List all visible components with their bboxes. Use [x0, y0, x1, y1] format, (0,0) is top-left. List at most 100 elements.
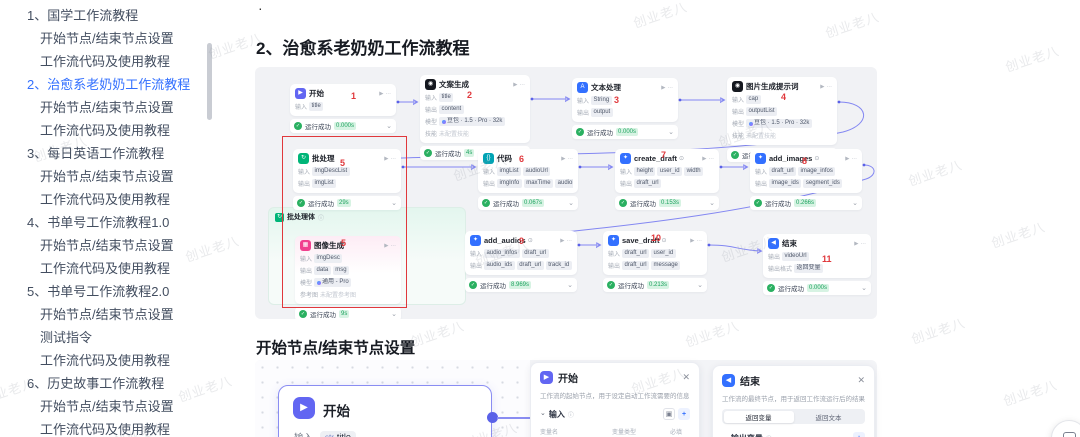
duration-badge: 0.153s: [659, 198, 682, 208]
duration-badge: 0.000s: [807, 283, 830, 293]
status-label: 运行成功: [305, 124, 331, 131]
node-title: 开始: [309, 89, 324, 98]
status-label: 运行成功: [308, 201, 334, 208]
batch-icon: ↻: [275, 212, 284, 222]
settings-figure[interactable]: ▶ 开始 输入 strtitle ▶ 开始 ✕ 工作流的起始节点，用于设定启动工…: [255, 360, 877, 437]
sidebar-scrollbar[interactable]: [207, 43, 212, 120]
sidebar-item-link[interactable]: 开始节点/结束节点设置: [40, 307, 174, 322]
chevron-down-icon: ⌄: [709, 199, 715, 207]
connection-line: [497, 417, 561, 419]
sidebar-item-link[interactable]: 开始节点/结束节点设置: [40, 169, 174, 184]
floating-widget-button[interactable]: [1051, 420, 1080, 437]
run-icon: ▶: [854, 240, 859, 247]
variable-table-header: 变量名 变量类型 必填: [540, 430, 683, 436]
status-label: 运行成功: [493, 201, 519, 208]
annotation-number: 11: [822, 254, 832, 264]
sidebar-item-link[interactable]: 工作流代码及使用教程: [40, 422, 171, 437]
chevron-down-icon: ⌄: [391, 310, 397, 318]
success-check-icon: ✓: [576, 128, 584, 136]
chevron-down-icon: ⌄: [852, 199, 858, 207]
panel-title: 开始: [558, 374, 578, 385]
annotation-number: 5: [341, 238, 347, 248]
sidebar-item-link[interactable]: 开始节点/结束节点设置: [40, 238, 174, 253]
status-label: 运行成功: [435, 151, 461, 158]
sidebar-item-link[interactable]: 开始节点/结束节点设置: [40, 399, 174, 414]
chevron-down-icon[interactable]: ⌄: [540, 410, 546, 417]
watermark: 创业老八: [906, 157, 965, 189]
sidebar-item-link[interactable]: 4、书单号工作流教程1.0: [27, 215, 170, 230]
tab-return-text[interactable]: 返回文本: [815, 414, 842, 422]
sidebar-item-link[interactable]: 工作流代码及使用教程: [40, 261, 171, 276]
more-icon: ⋯: [708, 155, 715, 162]
add-variable-button[interactable]: +: [853, 432, 865, 437]
more-icon: ⋯: [567, 155, 574, 162]
run-icon: ▶: [379, 90, 384, 97]
annotation-number: 3: [614, 95, 620, 105]
plugin-icon: ✦: [470, 235, 481, 246]
version-icon: ⊙: [527, 238, 533, 244]
annotation-number: 5: [340, 158, 346, 168]
sidebar-item-link[interactable]: 6、历史故事工作流教程: [27, 376, 165, 391]
annotation-number: 2: [467, 90, 473, 100]
sidebar-item-link[interactable]: 5、书单号工作流教程2.0: [27, 284, 170, 299]
tab-return-variables[interactable]: 返回变量: [723, 410, 794, 423]
more-icon: ⋯: [385, 90, 392, 97]
chevron-down-icon: ⌄: [567, 281, 573, 289]
sidebar-item-link[interactable]: 测试指令: [40, 330, 93, 345]
batch-edit-button[interactable]: ▣: [663, 408, 675, 420]
start-icon: ▶: [293, 397, 315, 419]
sidebar-item-link[interactable]: 开始节点/结束节点设置: [40, 100, 174, 115]
chevron-down-icon: ⌄: [568, 199, 574, 207]
status-label: 运行成功: [310, 312, 336, 319]
sidebar-item-link[interactable]: 工作流代码及使用教程: [40, 192, 171, 207]
run-icon: ▶: [845, 155, 850, 162]
node-title: 图像生成: [314, 241, 344, 250]
image-gen-icon: ▦: [300, 240, 311, 251]
success-check-icon: ✓: [731, 151, 739, 159]
success-check-icon: ✓: [482, 199, 490, 207]
node-input-row: 输入 strtitle: [294, 430, 356, 437]
run-icon: ▶: [690, 237, 695, 244]
success-check-icon: ✓: [294, 122, 302, 130]
sidebar-item-link[interactable]: 开始节点/结束节点设置: [40, 31, 174, 46]
sidebar-item-link[interactable]: 工作流代码及使用教程: [40, 123, 171, 138]
start-node-card: ▶ 开始 输入 strtitle: [278, 385, 492, 437]
cursor-dot: ·: [258, 0, 263, 16]
start-icon: ▶: [295, 88, 306, 99]
run-icon: ▶: [702, 155, 707, 162]
code-icon: {}: [483, 153, 494, 164]
workflow-canvas: ▶ 开始 输入 strtitle: [255, 360, 561, 437]
success-check-icon: ✓: [299, 310, 307, 318]
add-variable-button[interactable]: +: [678, 408, 690, 420]
start-node-panel: ▶ 开始 ✕ 工作流的起始节点，用于设定启动工作流需要的信息 ⌄ 输入 ⓘ ▣ …: [530, 362, 700, 437]
sidebar-item-link[interactable]: 工作流代码及使用教程: [40, 54, 171, 69]
status-label: 运行成功: [618, 283, 644, 290]
close-icon[interactable]: ✕: [682, 372, 690, 382]
llm-icon: ◉: [732, 81, 743, 92]
model-icon: [748, 121, 753, 126]
sidebar-item-link[interactable]: 3、每日英语工作流教程: [27, 146, 165, 161]
node-title: 文案生成: [439, 80, 469, 89]
text-icon: A: [577, 82, 588, 93]
success-check-icon: ✓: [619, 199, 627, 207]
chevron-down-icon[interactable]: ⌄: [722, 434, 728, 437]
sidebar-item-link[interactable]: 工作流代码及使用教程: [40, 353, 171, 368]
sidebar: 1、国学工作流教程开始节点/结束节点设置工作流代码及使用教程 2、治愈系老奶奶工作…: [0, 0, 218, 437]
watermark: 创业老八: [683, 318, 742, 350]
plugin-icon: ✦: [608, 235, 619, 246]
sidebar-item-active[interactable]: 2、治愈系老奶奶工作流教程: [27, 77, 191, 92]
chevron-down-icon: ⌄: [668, 128, 674, 136]
status-label: 运行成功: [778, 286, 804, 293]
annotation-number: 9: [519, 236, 525, 246]
close-icon[interactable]: ✕: [857, 375, 865, 385]
sidebar-item-link[interactable]: 1、国学工作流教程: [27, 8, 139, 23]
